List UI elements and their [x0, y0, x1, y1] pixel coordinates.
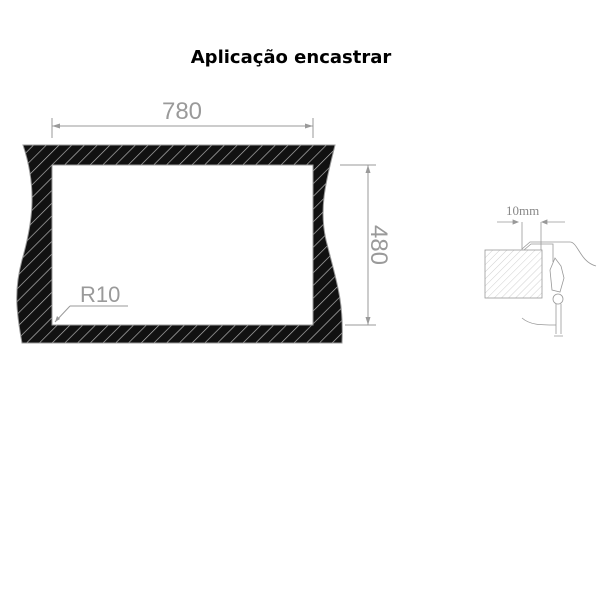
sink-opening — [51, 164, 314, 326]
height-label: 480 — [365, 225, 392, 265]
diagram-title: Aplicação encastrar — [190, 47, 392, 68]
width-label: 780 — [162, 98, 202, 125]
width-dimension — [51, 118, 314, 138]
height-dimension — [340, 164, 376, 326]
radius-callout — [54, 305, 128, 323]
mounting-detail — [484, 219, 597, 337]
gap-label: 10mm — [506, 203, 539, 218]
radius-label: R10 — [80, 282, 120, 307]
